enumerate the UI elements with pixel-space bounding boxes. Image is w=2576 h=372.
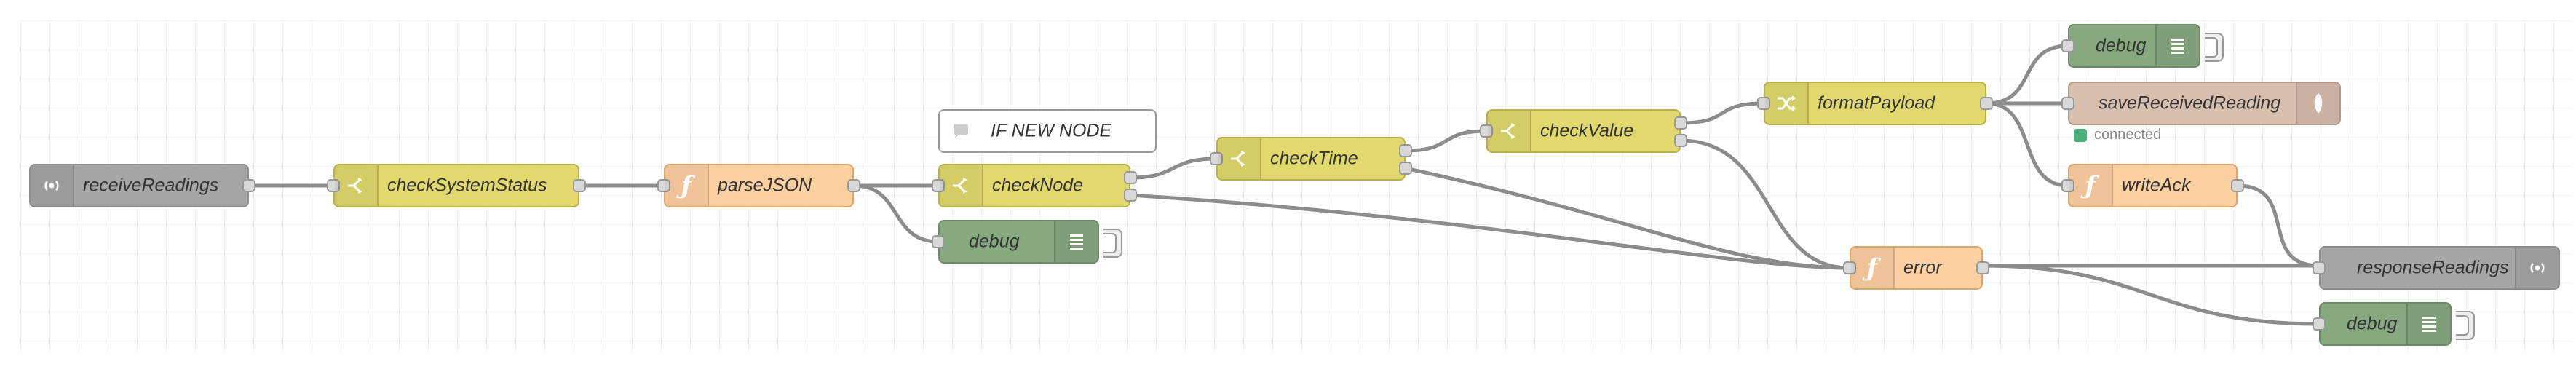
- node-label: writeAck: [2122, 175, 2191, 196]
- input-port[interactable]: [2061, 97, 2074, 110]
- http-response-icon: [2515, 248, 2559, 288]
- node-label: error: [1903, 257, 1942, 278]
- node-error[interactable]: ƒ error: [1843, 246, 1989, 290]
- debug-toggle-button[interactable]: [2456, 311, 2475, 340]
- node-label: checkNode: [992, 175, 1084, 196]
- change-icon: [1765, 83, 1809, 124]
- input-port[interactable]: [1843, 261, 1856, 274]
- debug-icon: [2155, 25, 2199, 66]
- input-port[interactable]: [2313, 261, 2326, 274]
- node-label: IF NEW NODE: [991, 120, 1112, 141]
- node-receiveReadings[interactable]: receiveReadings: [29, 164, 255, 207]
- input-port[interactable]: [932, 235, 945, 248]
- node-label: debug: [2347, 313, 2398, 334]
- node-parseJSON[interactable]: ƒ parseJSON: [657, 164, 860, 207]
- output-port-1[interactable]: [1674, 116, 1687, 130]
- debug-toggle-button[interactable]: [2205, 33, 2224, 62]
- switch-icon: [1488, 111, 1531, 151]
- input-port[interactable]: [932, 179, 945, 192]
- node-label: debug: [2096, 35, 2147, 56]
- node-label: checkValue: [1540, 120, 1634, 141]
- node-saveReceivedReading[interactable]: saveReceivedReading: [2061, 82, 2341, 125]
- debug-toggle-button[interactable]: [1103, 229, 1122, 258]
- node-label: checkTime: [1270, 148, 1358, 169]
- node-checkNode[interactable]: checkNode: [932, 164, 1137, 207]
- input-port[interactable]: [2061, 39, 2074, 52]
- node-label: checkSystemStatus: [387, 175, 547, 196]
- node-checkValue[interactable]: checkValue: [1480, 109, 1687, 153]
- output-port-1[interactable]: [1124, 171, 1137, 184]
- input-port[interactable]: [1757, 97, 1770, 110]
- output-port-2[interactable]: [1674, 134, 1687, 147]
- output-port-2[interactable]: [1124, 189, 1137, 202]
- output-port[interactable]: [1976, 261, 1989, 274]
- input-port[interactable]: [327, 179, 340, 192]
- output-port[interactable]: [2231, 179, 2244, 192]
- node-label: debug: [969, 231, 1020, 252]
- output-port[interactable]: [242, 179, 255, 192]
- switch-icon: [1218, 138, 1261, 179]
- node-status-saveReceivedReading: connected: [2074, 127, 2161, 143]
- output-port-1[interactable]: [1399, 144, 1412, 157]
- input-port[interactable]: [2313, 317, 2326, 331]
- switch-icon: [940, 165, 983, 206]
- debug-icon: [1054, 221, 1098, 262]
- input-port[interactable]: [1210, 152, 1223, 165]
- node-label: saveReceivedReading: [2099, 92, 2281, 114]
- status-text: connected: [2094, 127, 2162, 143]
- http-in-icon: [31, 165, 74, 206]
- node-checkTime[interactable]: checkTime: [1210, 137, 1412, 181]
- input-port[interactable]: [1480, 124, 1493, 138]
- node-responseReadings[interactable]: responseReadings: [2313, 246, 2560, 290]
- output-port[interactable]: [847, 179, 860, 192]
- output-port-2[interactable]: [1399, 162, 1412, 175]
- switch-icon: [335, 165, 379, 206]
- node-label: formatPayload: [1818, 92, 1935, 114]
- node-label: parseJSON: [718, 175, 812, 196]
- node-debug-2[interactable]: debug: [2061, 24, 2224, 68]
- node-checkSystemStatus[interactable]: checkSystemStatus: [327, 164, 586, 207]
- status-connected-icon: [2074, 128, 2087, 142]
- output-port[interactable]: [573, 179, 586, 192]
- node-label: responseReadings: [2357, 257, 2509, 278]
- comment-icon: [940, 111, 982, 151]
- input-port[interactable]: [2061, 179, 2074, 192]
- node-writeAck[interactable]: ƒ writeAck: [2061, 164, 2244, 207]
- output-port[interactable]: [1980, 97, 1993, 110]
- node-comment[interactable]: IF NEW NODE: [938, 109, 1157, 153]
- node-label: receiveReadings: [83, 175, 219, 196]
- debug-icon: [2406, 304, 2450, 344]
- node-formatPayload[interactable]: formatPayload: [1757, 82, 1993, 125]
- node-debug-1[interactable]: debug: [932, 220, 1122, 264]
- function-icon: ƒ: [665, 165, 709, 206]
- database-icon: [2296, 83, 2339, 124]
- node-debug-3[interactable]: debug: [2313, 302, 2475, 346]
- function-icon: ƒ: [2069, 165, 2113, 206]
- function-icon: ƒ: [1851, 248, 1895, 288]
- input-port[interactable]: [657, 179, 670, 192]
